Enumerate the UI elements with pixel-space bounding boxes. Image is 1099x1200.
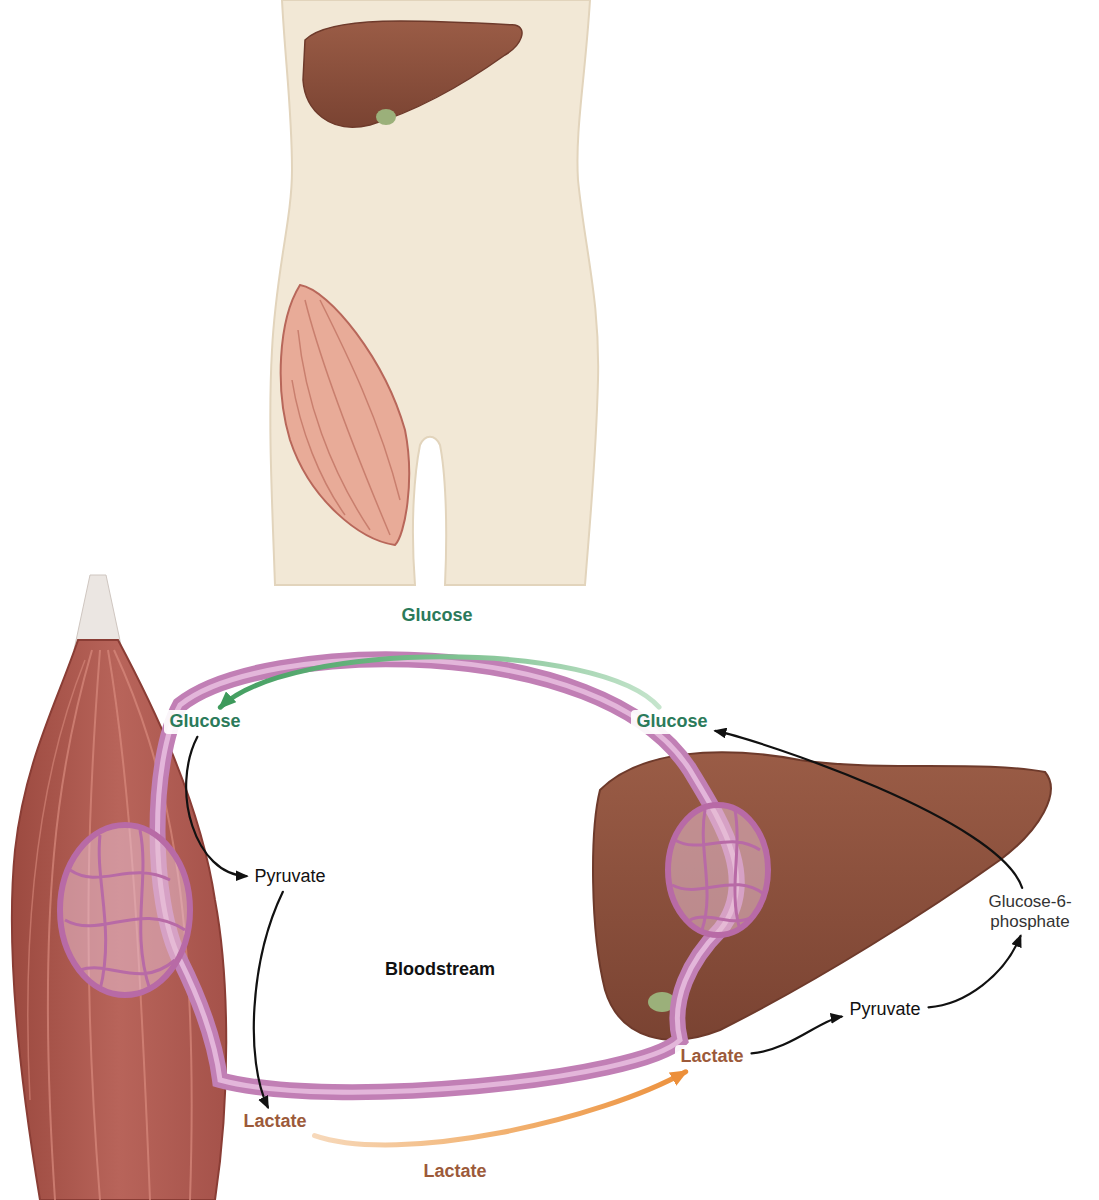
skeletal-muscle [12,575,226,1200]
flow-label: Lactate [418,1160,491,1184]
liver-small [303,21,522,127]
flow-arrow [752,1017,842,1054]
metabolite-node: Glucose [631,710,712,734]
flow-label: Glucose [396,604,477,628]
metabolite-node: Pyruvate [249,865,330,889]
capillary-bed-muscle [60,825,190,995]
metabolite-node: Lactate [675,1045,748,1069]
metabolite-name: Lactate [680,1046,743,1068]
capillary-bed-liver [668,805,768,935]
metabolite-name: Glucose [636,711,707,733]
metabolite-name: Glucose [169,711,240,733]
thigh-muscle [281,285,409,545]
flow-arrow [929,936,1021,1007]
flow-arrow [315,1072,686,1145]
metabolite-node: Glucose [164,710,245,734]
flow-arrow [186,737,246,876]
flow-arrow [716,731,1023,888]
metabolite-name: Glucose-6- phosphate [983,892,1077,932]
body-silhouette [270,0,598,585]
region-label: Bloodstream [385,959,495,981]
metabolite-name: Lactate [243,1111,306,1133]
metabolite-node: Glucose-6- phosphate [978,891,1082,933]
flow-arrow [254,892,283,1107]
metabolite-node: Pyruvate [844,998,925,1022]
metabolite-node: Lactate [238,1110,311,1134]
blood-vessel [158,659,737,1092]
metabolite-name: Pyruvate [849,999,920,1021]
gallbladder-small [376,109,396,125]
metabolite-name: Pyruvate [254,866,325,888]
flow-arrow [220,657,659,707]
